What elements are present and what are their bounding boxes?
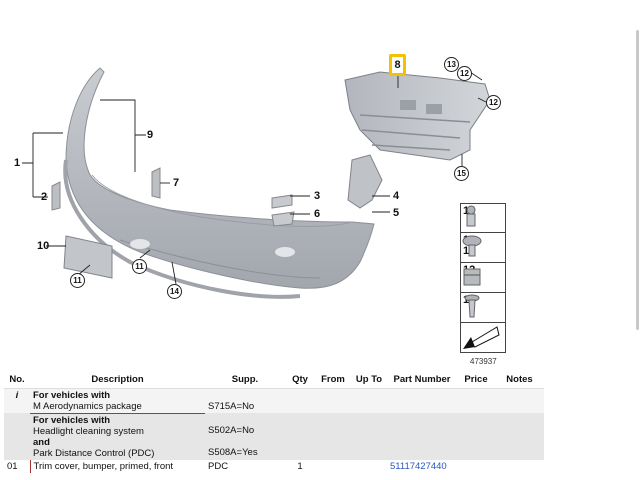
col-price: Price: [457, 372, 495, 389]
screw-icon: [464, 294, 480, 318]
callout-1: 1: [14, 157, 21, 169]
clip-icon: [466, 205, 476, 227]
table-row: i For vehicles with M Aerodynamics packa…: [4, 388, 544, 413]
row-description: Trim cover, bumper, primed, front: [29, 459, 205, 473]
legend-cell-12: 12: [460, 263, 506, 293]
row-info-icon[interactable]: i: [15, 389, 19, 401]
fastener-legend: 15 13 14 12 11: [460, 203, 506, 353]
row-supp: PDC: [208, 460, 229, 472]
col-description: Description: [30, 372, 205, 389]
callout-14: 14: [167, 284, 182, 299]
col-up-to: Up To: [351, 372, 387, 389]
callout-3: 3: [314, 190, 321, 202]
legend-cell-arrow: [460, 323, 506, 353]
table-header-row: No. Description Supp. Qty From Up To Par…: [4, 372, 544, 389]
part-number-link[interactable]: 51117427440: [390, 460, 447, 472]
parts-table: No. Description Supp. Qty From Up To Par…: [4, 372, 544, 473]
legend-cell-13-14: 13 14: [460, 233, 506, 263]
bumper-cover-shape: [65, 67, 375, 289]
row-description: For vehicles with M Aerodynamics package: [33, 389, 142, 412]
callout-11-a: 11: [132, 259, 147, 274]
callout-13: 13: [444, 57, 459, 72]
scrollbar[interactable]: [636, 30, 639, 330]
parts-diagram: 1 2 3 4 5 6 7 8 9 10 11 11 12 12 13 14 1…: [14, 30, 639, 366]
row-no: 01: [7, 460, 18, 472]
row-qty: 1: [297, 460, 303, 472]
table-row: For vehicles with Headlight cleaning sys…: [4, 412, 544, 460]
rivet-icon: [462, 235, 482, 257]
callout-15: 15: [454, 166, 469, 181]
row-supp: S715A=No: [208, 400, 255, 412]
bumper-exploded-view: [22, 67, 491, 299]
col-no: No.: [4, 372, 30, 389]
license-plate-holder-shape: [63, 235, 113, 279]
direction-arrow-icon: [463, 326, 500, 349]
legend-cell-15: 15: [460, 203, 506, 233]
callout-12-a: 12: [457, 66, 472, 81]
callout-5: 5: [393, 207, 400, 219]
col-notes: Notes: [495, 372, 544, 389]
callout-12-b: 12: [486, 95, 501, 110]
col-supp: Supp.: [205, 372, 285, 389]
nut-clip-icon: [463, 268, 481, 286]
row-description: For vehicles with Headlight cleaning sys…: [30, 412, 205, 460]
callout-4: 4: [393, 190, 400, 202]
callout-8-highlighted[interactable]: 8: [389, 54, 406, 76]
table-row[interactable]: 01 Trim cover, bumper, primed, front PDC…: [4, 459, 544, 473]
legend-cell-11: 11: [460, 293, 506, 323]
col-qty: Qty: [285, 372, 315, 389]
callout-7: 7: [173, 177, 180, 189]
callout-2: 2: [41, 191, 48, 203]
callout-11-b: 11: [70, 273, 85, 288]
figure-number: 473937: [470, 357, 497, 366]
callout-6: 6: [314, 208, 321, 220]
callout-10: 10: [37, 240, 50, 252]
row-supp: S502A=No S508A=Yes: [208, 425, 258, 458]
col-from: From: [315, 372, 351, 389]
col-part-number: Part Number: [387, 372, 457, 389]
callout-9: 9: [147, 129, 154, 141]
